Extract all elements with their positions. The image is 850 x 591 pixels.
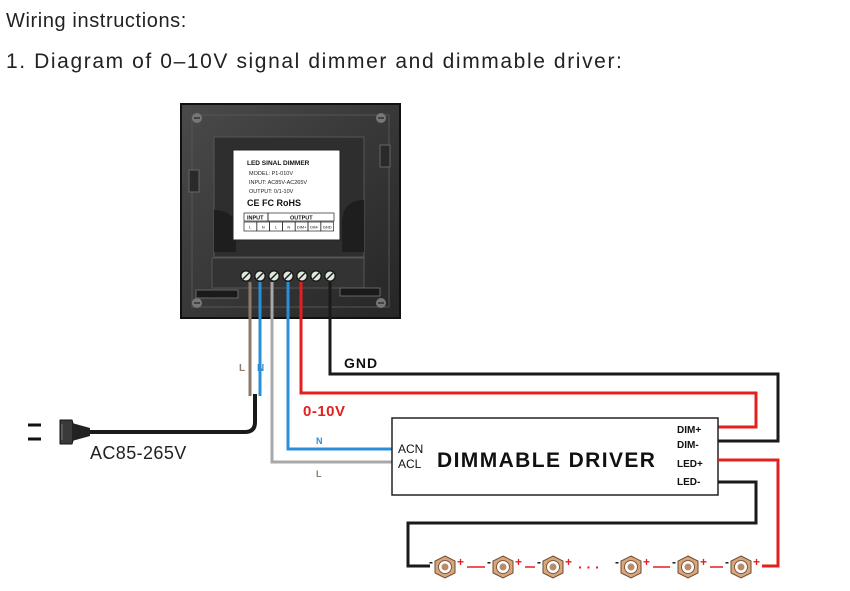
driver-terminal-led-minus: LED- [677,477,700,488]
driver-neutral-label: N [316,436,323,446]
led-icon [434,555,456,579]
terminal-screw-icon [282,270,294,282]
led-ellipsis: · · · [578,559,600,575]
driver-name: DIMMABLE DRIVER [437,449,656,472]
live-wire-driver [270,282,393,464]
dimmable-driver: ACN ACL DIMMABLE DRIVER DIM+ DIM- LED+ L… [391,417,719,496]
led-icon [677,555,699,579]
signal-label: 0-10V [303,403,346,420]
led-chain: - + - + - + - + - + - + · · · [429,555,760,579]
gnd-wire [328,282,780,443]
led-plus-sign: + [515,555,522,569]
screw-icon [376,298,386,308]
label-terminal-cell: L [275,225,278,230]
label-terminal-cell: DIM- [310,225,319,230]
led-plus-sign: + [643,555,650,569]
screw-icon [376,113,386,123]
terminal-screw-icon [240,270,252,282]
label-terminal-cell: GND [323,225,332,230]
led-plus-sign: + [457,555,464,569]
label-terminal-cell: DIM+ [297,225,307,230]
terminal-screw-icon [296,270,308,282]
terminal-screw-icon [254,270,266,282]
led-icon [542,555,564,579]
screw-icon [192,113,202,123]
led-minus-sign: - [672,555,676,569]
driver-live-label: L [316,469,322,479]
label-group-output: OUTPUT [290,216,313,222]
label-output-rating: OUTPUT: 0/1-10V [249,189,294,195]
screw-icon [192,298,202,308]
led-plus-sign: + [753,555,760,569]
mains-plug-icon [28,419,90,445]
led-minus-sign: - [487,555,491,569]
mains-voltage: AC85-265V [90,443,187,463]
mains-cable [90,394,257,434]
label-model: MODEL: P1-010V [249,171,293,177]
led-icon [620,555,642,579]
neutral-wire-driver [286,282,393,451]
terminal-screw-icon [324,270,336,282]
mains-neutral-label: N [257,363,264,374]
terminal-block [240,270,336,282]
label-terminal-cell: L [249,225,252,230]
led-plus-wire [718,458,780,568]
driver-terminal-acn: ACN [398,442,423,456]
led-plus-sign: + [700,555,707,569]
driver-terminal-acl: ACL [398,457,422,471]
terminal-screw-icon [310,270,322,282]
led-minus-wire [406,480,758,568]
mains-live-label: L [239,363,245,374]
led-minus-sign: - [429,555,433,569]
driver-terminal-dim-plus: DIM+ [677,425,701,436]
led-icon [492,555,514,579]
led-minus-sign: - [537,555,541,569]
product-label: LED SINAL DIMMER MODEL: P1-010V INPUT: A… [232,149,341,241]
label-title: LED SINAL DIMMER [247,160,310,167]
led-plus-sign: + [565,555,572,569]
led-icon [730,555,752,579]
driver-terminal-led-plus: LED+ [677,459,703,470]
diagram-subtitle: 1. Diagram of 0–10V signal dimmer and di… [6,50,624,73]
certification-marks: CE FC RoHS [247,198,301,208]
label-input-rating: INPUT: AC85V-AC265V [249,180,307,186]
section-title: Wiring instructions: [6,10,187,32]
gnd-label: GND [344,355,378,371]
terminal-screw-icon [268,270,280,282]
label-terminal-cell: N [287,225,290,230]
driver-terminal-dim-minus: DIM- [677,440,699,451]
label-group-input: INPUT [247,216,264,222]
led-minus-sign: - [725,555,729,569]
label-terminal-cell: N [262,225,265,230]
dim-plus-wire [299,282,758,429]
led-minus-sign: - [615,555,619,569]
